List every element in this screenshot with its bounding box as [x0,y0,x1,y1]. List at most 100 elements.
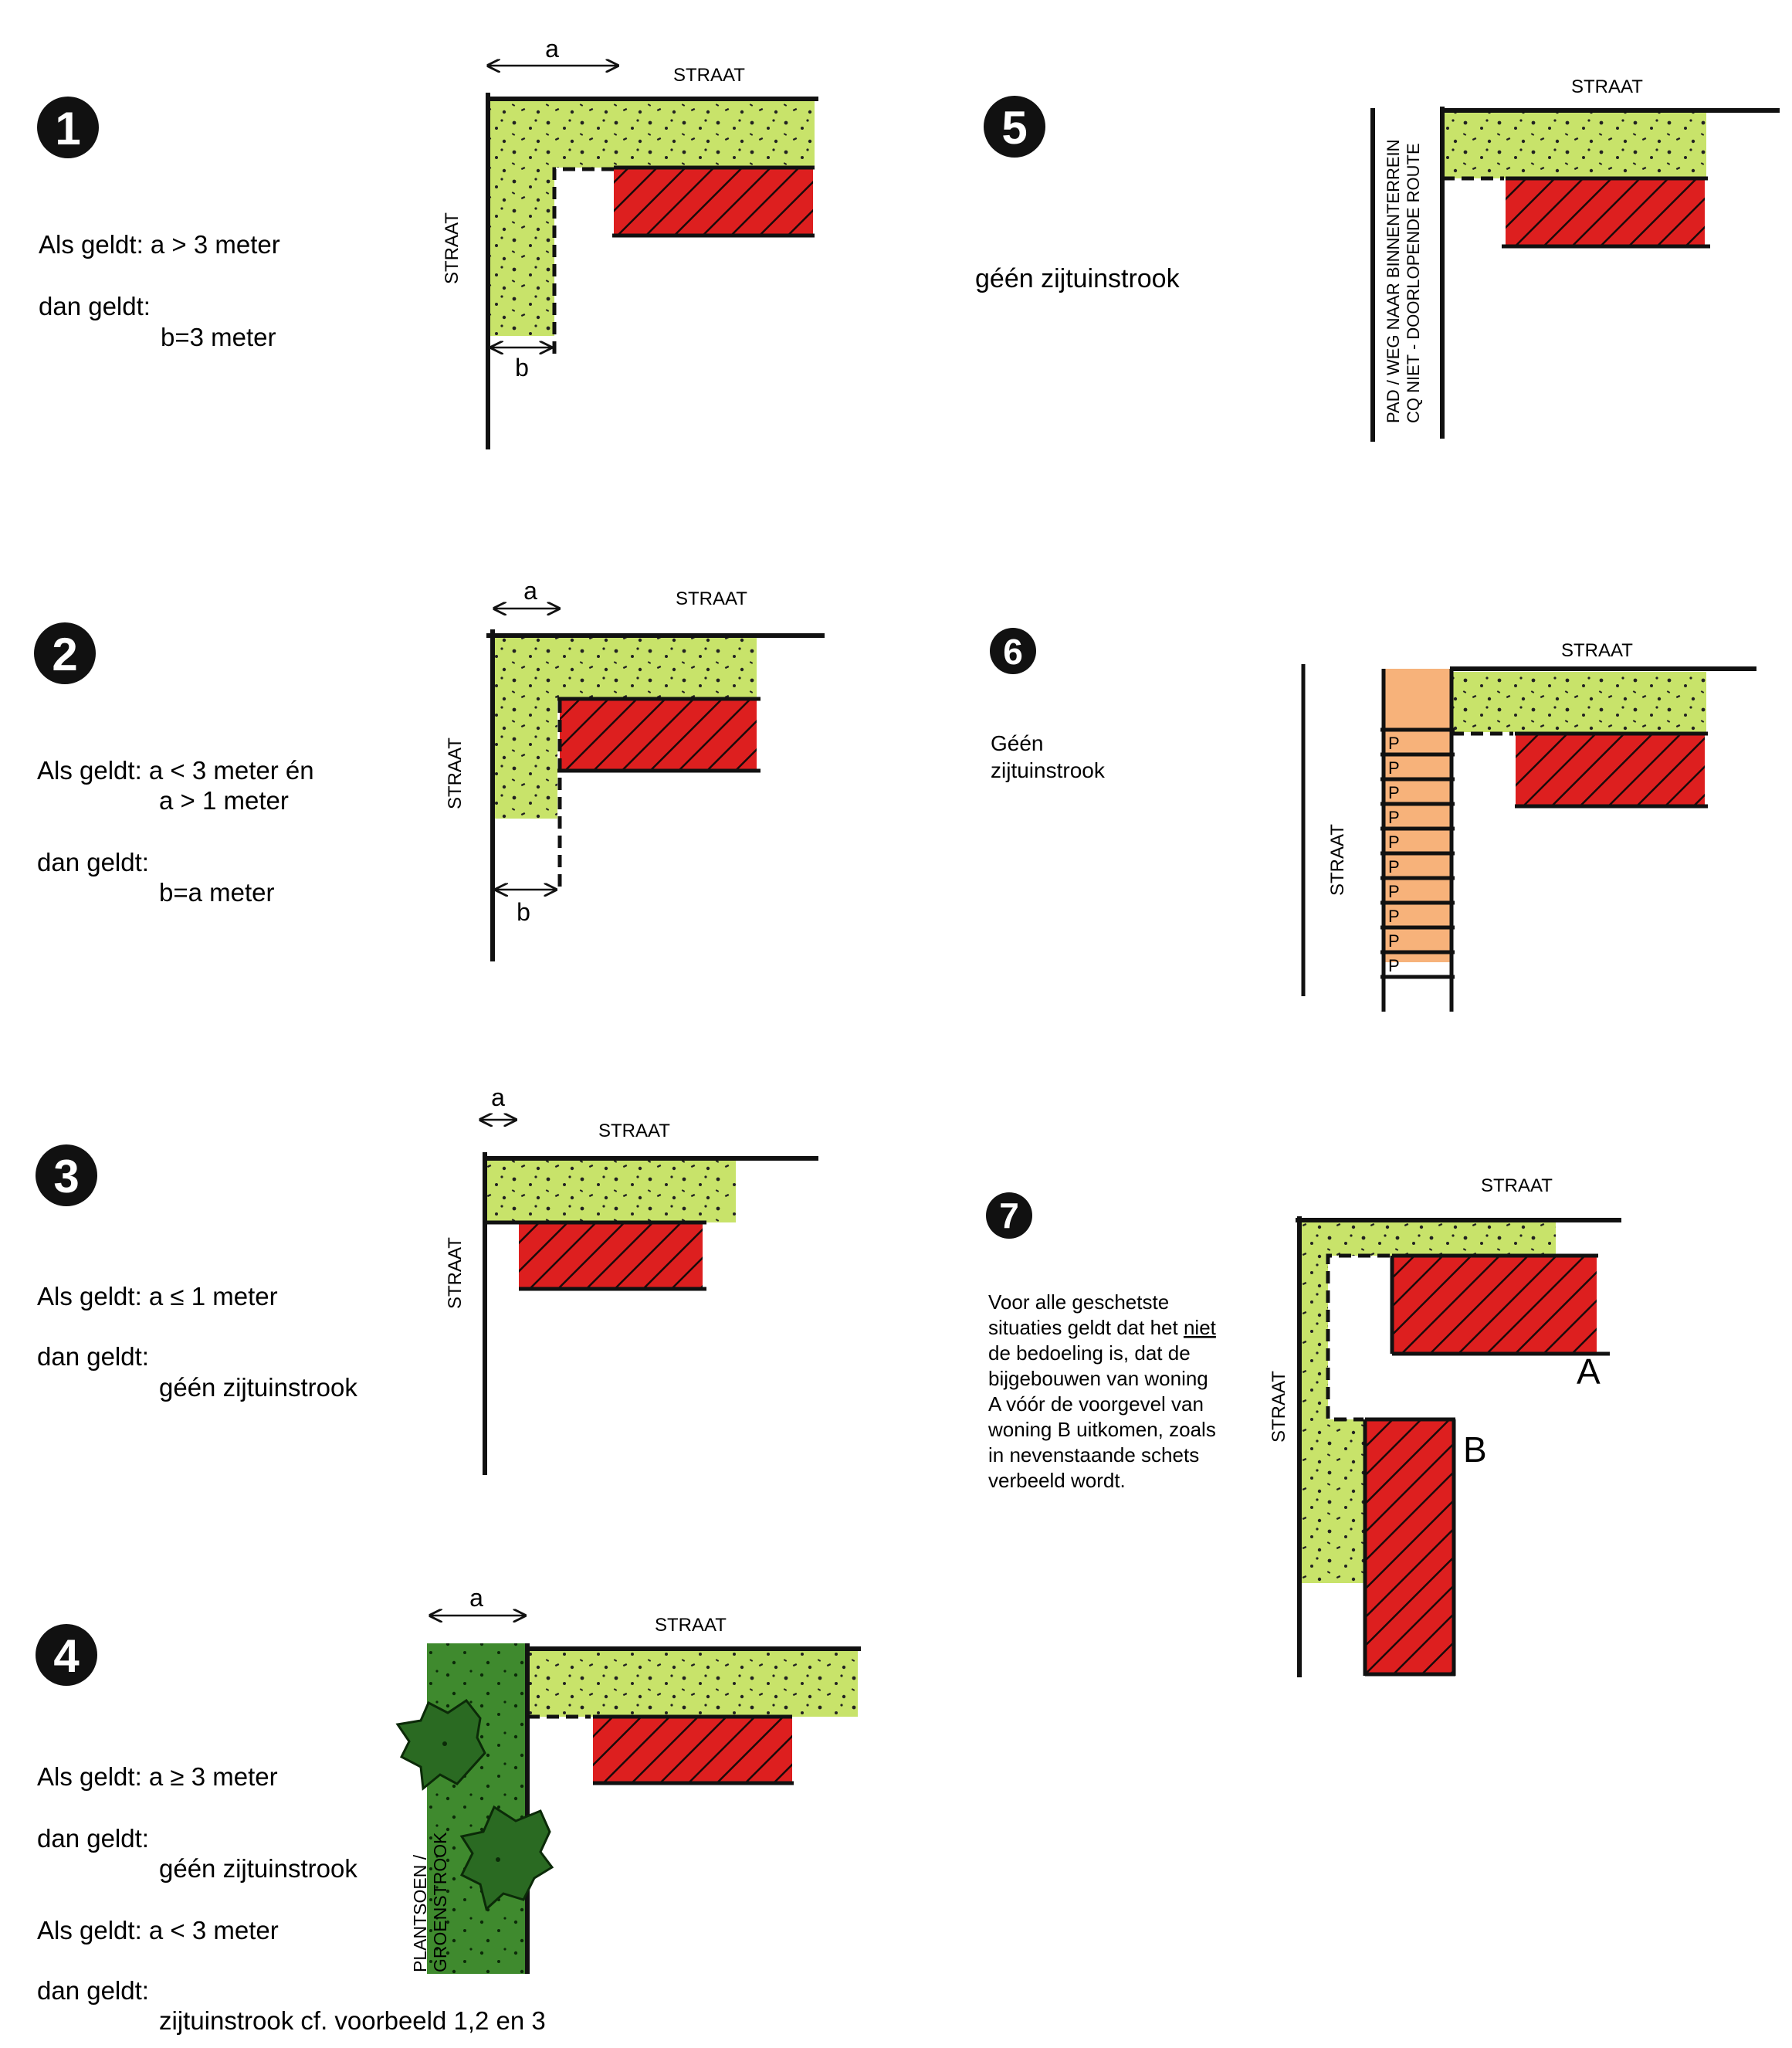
number-badge-6: 6 [990,628,1036,674]
number-badge-3: 3 [36,1144,97,1206]
note-text: bijgebouwen van woning [988,1367,1208,1390]
street-label: STRAAT [445,737,466,809]
number-badge-2: 2 [34,622,96,684]
result-text: zijtuinstrook cf. voorbeeld 1,2 en 3 [159,2006,546,2035]
tree-icon [395,1698,486,1791]
parking-mark: P [1388,832,1400,852]
parking-strip [1384,669,1452,962]
parking-mark: P [1388,882,1400,901]
side-garden-strip [486,99,815,336]
parking-mark: P [1388,758,1400,778]
house-b-label: B [1463,1429,1487,1470]
result-text: géén zijtuinstrook [159,1854,357,1883]
dimension-b-label: b [515,354,529,381]
result-text: b=3 meter [161,323,276,351]
street-label: STRAAT [442,212,462,284]
green-strip-plantsoen [427,1643,527,1974]
parking-mark: P [1388,783,1400,802]
front-garden-strip [1452,672,1706,732]
building-hatched [1506,178,1705,246]
result-text: Géén [991,731,1044,755]
path-label: PAD / WEG NAAR BINNENTERREIN [1384,139,1403,423]
parking-mark: P [1388,931,1400,951]
condition-text: Als geldt: a ≥ 3 meter [37,1762,278,1791]
street-label: STRAAT [1561,640,1633,661]
number-badge-7: 7 [986,1192,1032,1239]
parking-mark: P [1388,734,1400,753]
parking-mark: P [1388,956,1400,975]
number-badge-4: 4 [36,1624,97,1686]
condition-text: Als geldt: a < 3 meter [37,1916,279,1945]
then-label: dan geldt: [37,1976,149,2005]
number-badge-5: 5 [984,96,1045,158]
building-hatched [519,1222,703,1289]
then-label: dan geldt: [37,1342,149,1371]
house-a-label: A [1577,1351,1601,1392]
result-text: zijtuinstrook [991,758,1106,782]
svg-text:7: 7 [999,1195,1019,1236]
example-3: 3 Als geldt: a ≤ 1 meter dan geldt: géén… [36,1083,818,1475]
example-2: 2 Als geldt: a < 3 meter én a > 1 meter … [34,577,825,961]
condition-text: Als geldt: a < 3 meter én [37,756,314,785]
then-label: dan geldt: [37,1824,149,1853]
building-hatched [593,1717,792,1783]
svg-text:2: 2 [52,629,77,680]
then-label: dan geldt: [37,848,149,877]
number-badge-1: 1 [37,97,99,158]
side-garden-strip [494,636,757,819]
svg-text:5: 5 [1001,102,1027,154]
strip-label: PLANTSOEN / [410,1854,430,1972]
note-text: A vóór de voorgevel van [988,1392,1204,1416]
svg-text:3: 3 [53,1151,79,1202]
street-label: STRAAT [673,65,745,86]
parking-mark: P [1388,857,1400,877]
condition-text: Als geldt: a ≤ 1 meter [37,1282,278,1311]
svg-text:1: 1 [55,103,80,154]
result-text: b=a meter [159,878,275,907]
condition-text: Als geldt: a > 3 meter [39,230,280,259]
strip-label: GROENSTROOK [430,1832,450,1972]
example-4: 4 Als geldt: a ≥ 3 meter dan geldt: géén… [36,1584,861,2035]
note-text: woning B uitkomen, zoals [987,1418,1216,1441]
tree-icon [459,1805,554,1911]
building-hatched [560,699,757,771]
then-label: dan geldt: [39,292,151,320]
street-label: STRAAT [1327,824,1348,896]
result-text: géén zijtuinstrook [159,1373,357,1402]
street-label: STRAAT [1269,1371,1289,1443]
condition-text: a > 1 meter [159,786,289,815]
svg-text:4: 4 [53,1630,80,1682]
path-label: CQ NIET - DOORLOPENDE ROUTE [1404,143,1423,423]
dimension-a-label: a [469,1584,483,1612]
street-label: STRAAT [598,1121,670,1141]
street-label: STRAAT [1481,1175,1553,1196]
front-garden-strip [527,1649,858,1717]
note-text: Voor alle geschetste [988,1290,1169,1314]
street-label: STRAAT [676,588,747,609]
dimension-a-label: a [491,1083,505,1111]
parking-mark: P [1388,907,1400,926]
note-text: verbeeld wordt. [988,1469,1126,1492]
building-b-hatched [1365,1419,1454,1674]
result-text: géén zijtuinstrook [975,264,1181,293]
example-7: 7 Voor alle geschetste situaties geldt d… [986,1175,1621,1677]
example-5: 5 géén zijtuinstrook STRAAT PAD / WEG NA… [975,76,1780,442]
parking-mark: P [1388,808,1400,827]
front-garden-strip [1442,110,1706,178]
note-text: situaties geldt dat het niet [988,1316,1217,1339]
street-label: STRAAT [1571,76,1643,97]
building-hatched [614,168,813,236]
front-garden-strip [485,1158,736,1222]
dimension-a-label: a [545,35,559,63]
street-label: STRAAT [445,1237,466,1309]
street-label: STRAAT [655,1615,727,1636]
example-1: 1 Als geldt: a > 3 meter dan geldt: b=3 … [37,35,818,449]
dimension-a-label: a [523,577,537,605]
building-hatched [1516,734,1705,806]
note-text: de bedoeling is, dat de [988,1341,1191,1365]
note-text: in nevenstaande schets [988,1443,1199,1466]
dimension-b-label: b [517,898,530,926]
